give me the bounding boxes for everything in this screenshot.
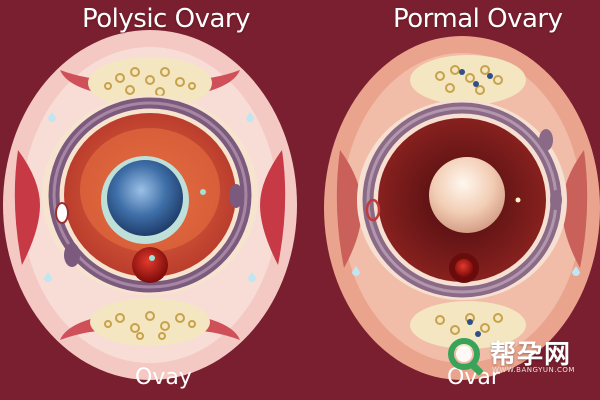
watermark-subtext: WWW.BANGYUN.COM [492,366,575,374]
magnifier-logo-icon [448,338,483,376]
fat-layer-top-right [410,55,526,105]
left-panel-title: Polysic Ovary [82,4,250,34]
fat-layer-bottom-right [410,301,526,349]
fat-layer-bottom [90,298,210,346]
watermark: 帮孕网 WWW.BANGYUN.COM [446,334,596,380]
right-panel-title: Pormal Ovary [393,4,563,34]
healthy-follicle [429,157,505,233]
small-follicle-right [455,259,473,277]
normal-ovary-drawing [324,36,600,380]
polycystic-ovary-drawing [3,30,297,380]
watermark-text: 帮孕网 [490,340,572,370]
large-cyst [107,160,183,236]
small-follicle [132,247,168,283]
left-panel-caption: Ovay [135,365,192,390]
